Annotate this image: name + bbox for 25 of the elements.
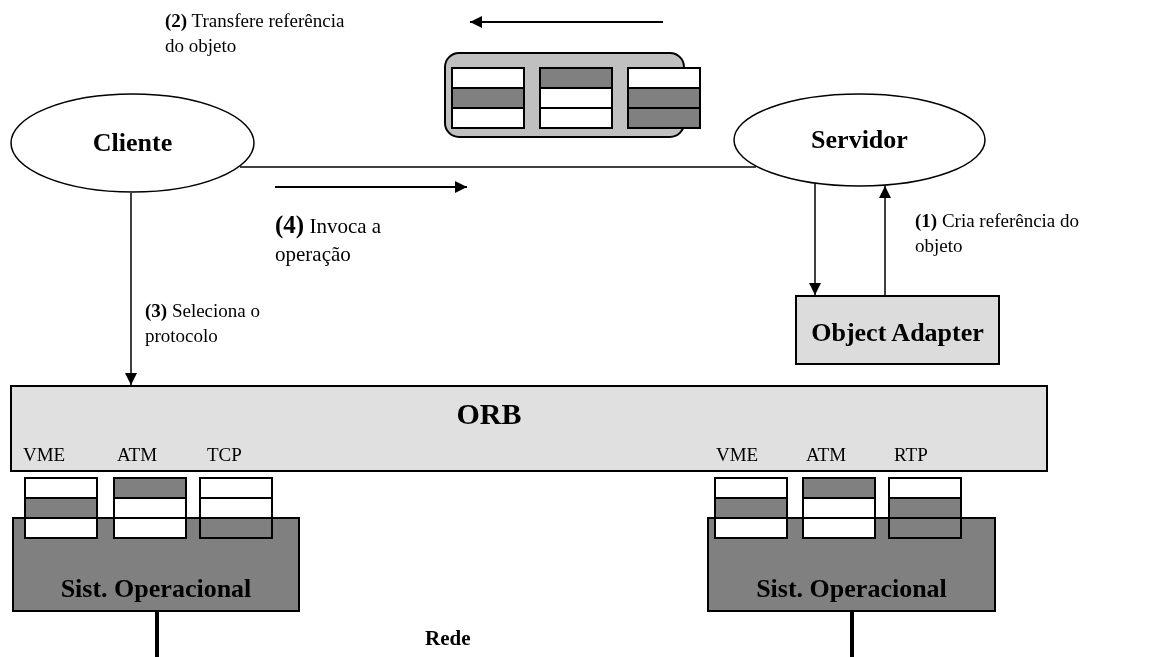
protocol-name: TCP <box>207 443 242 467</box>
connector-line <box>239 166 757 168</box>
protocol-name: ATM <box>806 443 847 467</box>
protocol-name: VME <box>23 443 66 467</box>
process-box <box>795 295 1000 365</box>
network-label: Rede <box>425 625 471 652</box>
node-label: Sist. Operacional <box>60 573 252 604</box>
arrow <box>125 192 137 386</box>
node-label: Sist. Operacional <box>756 573 947 604</box>
node-label: Object Adapter <box>811 318 984 348</box>
node-label: Servidor <box>811 125 908 155</box>
edge-label: (3) Seleciona o protocolo <box>145 299 261 349</box>
node-label: ORB <box>456 397 522 431</box>
node-label: Cliente <box>92 128 173 158</box>
network-line <box>850 612 854 657</box>
protocol-name: VME <box>716 443 759 467</box>
protocol-name: RTP <box>894 443 928 467</box>
network-line <box>155 612 159 657</box>
arrow <box>809 183 821 296</box>
step-description: (2) Transfere referência do objeto <box>165 9 346 59</box>
edge-label: (1) Cria referência do objeto <box>915 209 1081 259</box>
process-box <box>10 385 1048 472</box>
step-description: (4) Invoca a operação <box>275 210 383 268</box>
protocol-name: ATM <box>117 443 158 467</box>
arrow <box>879 185 891 296</box>
